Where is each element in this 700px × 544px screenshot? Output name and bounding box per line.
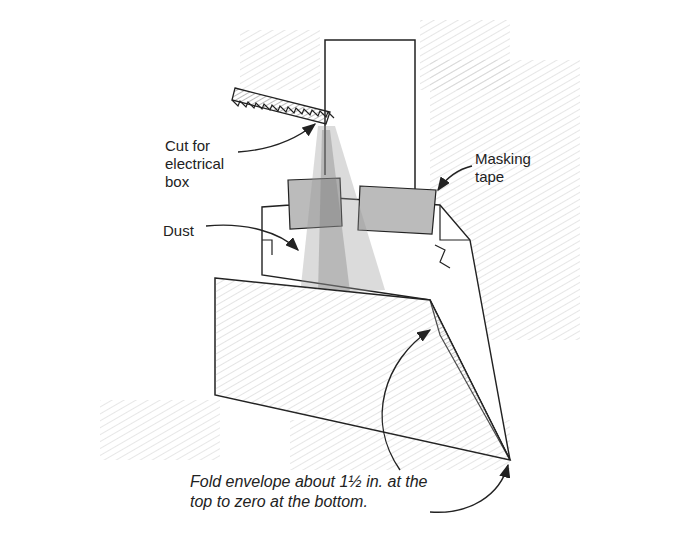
callout-label: Dust [163, 222, 213, 240]
callout-label: Fold envelope about 1½ in. at the top to… [190, 472, 445, 512]
dust [300, 126, 385, 295]
saw-blade [232, 88, 334, 124]
callout-label: Cut for electrical box [165, 137, 245, 191]
envelope [215, 126, 510, 460]
masking-tape [358, 186, 436, 234]
callout-label: Masking tape [475, 150, 550, 186]
wall-hatching [100, 20, 580, 470]
leader-arrows [206, 124, 508, 512]
